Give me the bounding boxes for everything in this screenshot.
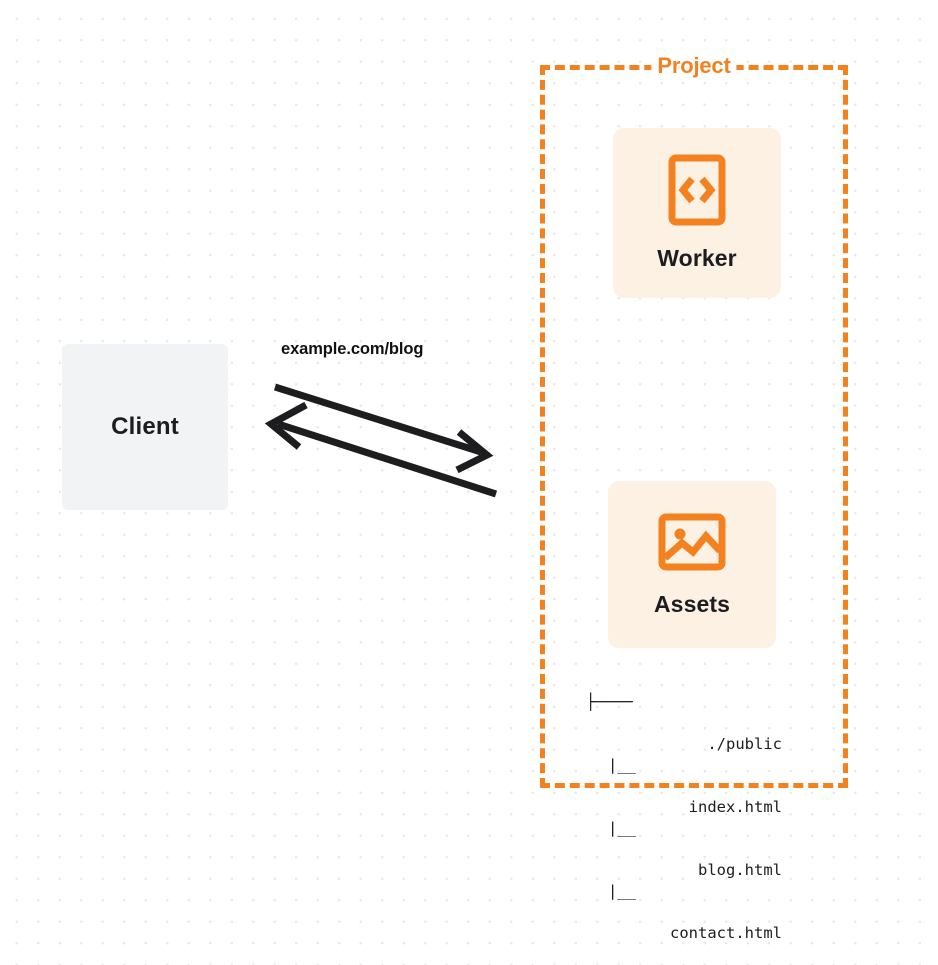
project-group-label: Project [651,53,737,79]
worker-card-label: Worker [657,245,737,271]
file-tree-row: |__ index.html [586,755,782,816]
client-node-label: Client [111,413,179,440]
assets-card[interactable]: Assets [608,481,776,648]
diagram-canvas: Client example.com/blog Project Worker [62,53,848,942]
project-group-boundary: Project [540,53,848,788]
assets-file-tree: ├──── ./public |__ index.html |__ blog.h… [586,650,782,944]
assets-card-label: Assets [653,590,731,617]
tree-branch-glyph: ├──── [586,693,633,711]
tree-branch-glyph: |__ [608,756,636,774]
file-tree-row: |__ contact.html [586,881,782,942]
tree-item-name: contact.html [670,924,782,942]
file-tree-row: |__ blog.html [586,818,782,879]
tree-item-name: ./public [707,735,782,753]
tree-branch-glyph: |__ [608,819,636,837]
request-arrow [273,383,494,474]
connector-url-label: example.com/blog [281,340,424,358]
code-file-icon [668,154,726,231]
image-icon [658,512,726,577]
response-arrow [264,401,498,498]
worker-card[interactable]: Worker [613,128,781,298]
client-node[interactable]: Client [62,344,228,510]
file-tree-row: ├──── ./public [586,692,782,753]
tree-item-name: blog.html [698,861,782,879]
tree-item-name: index.html [688,798,782,816]
tree-branch-glyph: |__ [608,882,636,900]
